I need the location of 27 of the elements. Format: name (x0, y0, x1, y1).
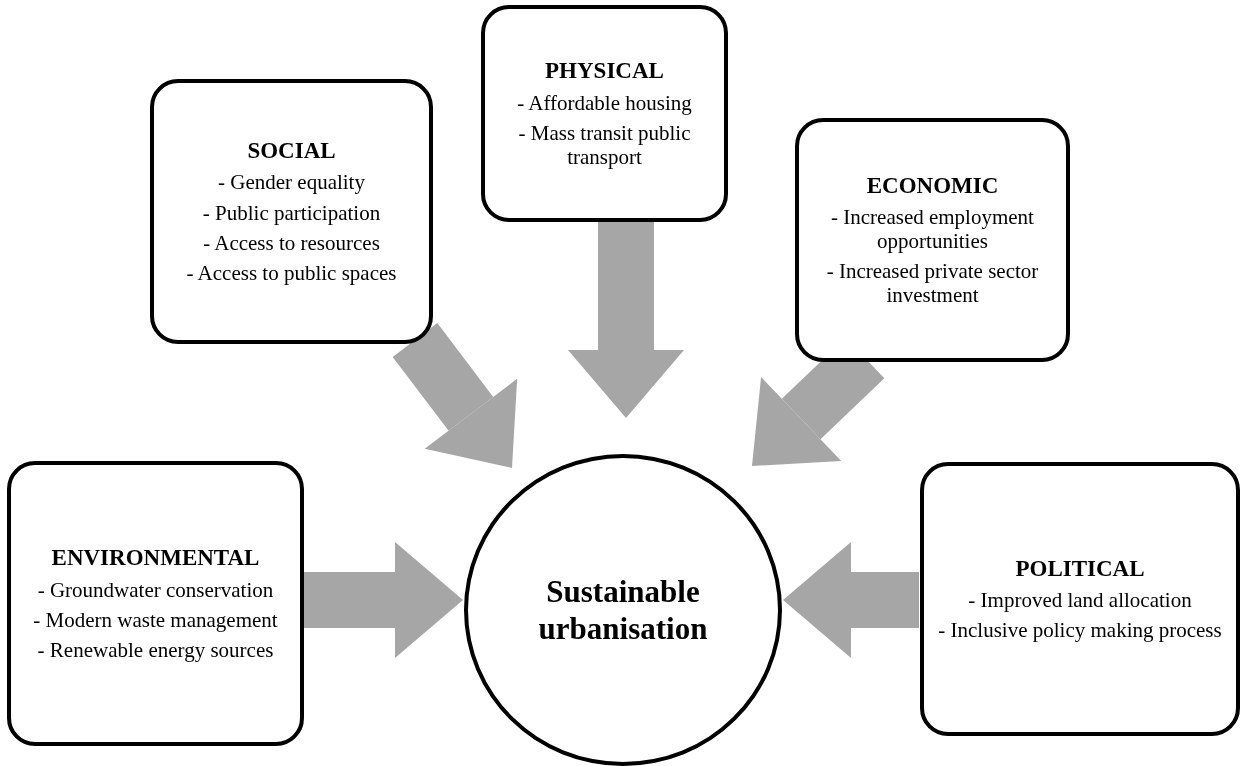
block-arrow (392, 323, 518, 468)
list-item: - Inclusive policy making process (938, 618, 1222, 643)
block-arrow (568, 222, 684, 418)
box-heading: ENVIRONMENTAL (51, 545, 260, 572)
list-item: - Affordable housing (517, 90, 692, 115)
list-item: - Groundwater conservation (37, 577, 274, 602)
list-item: - Access to resources (203, 230, 380, 255)
category-box (795, 118, 1070, 362)
list-item: - Gender equality (218, 170, 365, 195)
center-label: Sustainable urbanisation (537, 572, 709, 648)
box-heading: ECONOMIC (866, 172, 999, 199)
list-item: - Increased private sector investment (825, 259, 1040, 308)
category-box (150, 79, 433, 344)
list-item: - Modern waste management (33, 607, 278, 632)
category-box (7, 461, 304, 746)
list-item: - Public participation (202, 200, 381, 225)
box-heading: SOCIAL (247, 138, 336, 165)
category-box (920, 462, 1240, 736)
list-item: - Improved land allocation (968, 588, 1192, 613)
list-item: - Mass transit public transport (517, 120, 692, 169)
box-heading: POLITICAL (1015, 555, 1145, 583)
block-arrow (304, 542, 463, 658)
box-heading: PHYSICAL (545, 58, 664, 85)
category-box (481, 5, 728, 222)
list-item: - Renewable energy sources (37, 637, 274, 662)
list-item: - Increased employment opportunities (830, 204, 1035, 254)
list-item: - Access to public spaces (186, 260, 397, 285)
